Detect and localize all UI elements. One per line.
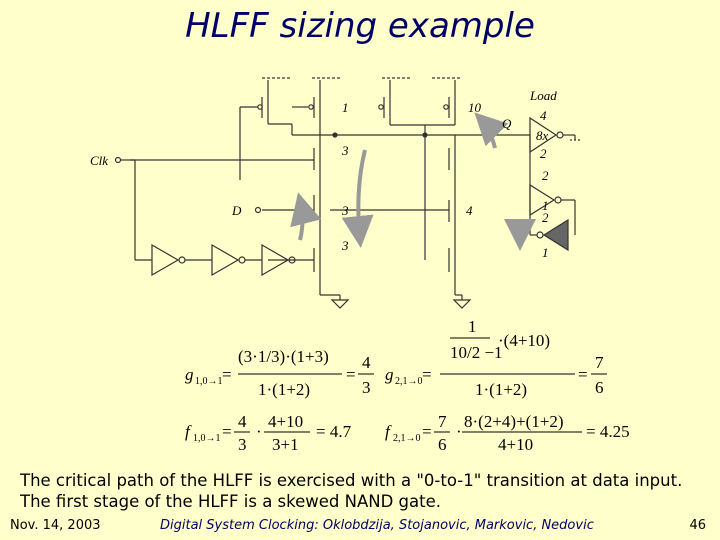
size-nclkb: 3 [341,238,349,253]
size-keeper2-bot: 1 [542,245,549,260]
svg-text:3: 3 [238,435,247,454]
svg-text:= 4.25: = 4.25 [586,422,630,441]
equation-g2: g 2,1→0 = 1 10/2 −1 ·(4+10) 1·(1+2) = 7 … [385,317,607,399]
equation-f1: f 1,0→1 = 4 3 · 4+10 3+1 = 4.7 [185,412,352,454]
svg-text:2,1→0: 2,1→0 [393,433,421,444]
svg-text:3+1: 3+1 [272,435,299,454]
svg-text:·: · [256,422,262,441]
size-keeper1-top: 2 [542,168,549,183]
footer-course: Digital System Clocking: Oklobdzija, Sto… [160,518,594,533]
q-label: Q [502,116,512,131]
equation-f2: f 2,1→0 = 7 6 · 8·(2+4)+(1+2) 4+10 = 4.2… [385,412,630,454]
slide-title: HLFF sizing example [185,6,535,46]
d-label: D [231,203,242,218]
svg-text:1·(1+2): 1·(1+2) [475,380,527,399]
size-nclk: 3 [341,143,349,158]
svg-text:2,1→0: 2,1→0 [395,376,423,387]
svg-text:4: 4 [362,353,371,372]
slide-description: The critical path of the HLFF is exercis… [20,470,710,512]
description-line1: The critical path of the HLFF is exercis… [20,471,683,490]
size-load-bot: 2 [540,146,547,161]
svg-text:1,0→1: 1,0→1 [193,433,221,444]
size-keeper1-bot: 1 [542,198,549,213]
svg-text:7: 7 [438,412,447,431]
clk-label: Clk [90,153,108,168]
size-load-cap: 8x [536,128,549,143]
hlff-schematic: Clk D Q Load 1 10 3 3 3 4 4 2 8x 2 1 2 1… [90,77,630,454]
svg-text:(3·1/3)·(1+3): (3·1/3)·(1+3) [238,347,329,366]
svg-text:=: = [578,365,588,384]
svg-text:4+10: 4+10 [498,435,533,454]
svg-text:=: = [422,422,432,441]
svg-text:=: = [346,365,356,384]
page-number: 46 [689,518,706,533]
size-pmos1: 1 [342,100,349,115]
svg-text:1,0→1: 1,0→1 [195,376,223,387]
svg-text:10/2 −1: 10/2 −1 [450,343,503,362]
svg-text:= 4.7: = 4.7 [316,422,352,441]
size-nsecond: 4 [466,203,473,218]
svg-text:g: g [385,365,394,384]
svg-text:1·(1+2): 1·(1+2) [258,380,310,399]
svg-text:f: f [385,422,392,441]
svg-text:=: = [222,365,232,384]
equation-g1: g 1,0→1 = (3·1/3)·(1+3) 1·(1+2) = 4 3 [185,347,374,399]
svg-text:6: 6 [438,435,447,454]
footer-date: Nov. 14, 2003 [10,518,101,533]
svg-text:6: 6 [595,378,604,397]
svg-text:7: 7 [595,353,604,372]
svg-text:=: = [222,422,232,441]
description-line2: The first stage of the HLFF is a skewed … [20,492,441,511]
size-nd: 3 [341,203,349,218]
svg-text:1: 1 [468,317,477,336]
svg-text:·(4+10): ·(4+10) [498,331,550,350]
load-label: Load [529,88,557,103]
size-pmos2: 10 [468,100,482,115]
svg-text:f: f [185,422,192,441]
svg-text:·: · [456,422,462,441]
size-load-top: 4 [540,108,547,123]
size-keeper2-top: 2 [542,210,549,225]
svg-text:4+10: 4+10 [268,412,303,431]
svg-text:4: 4 [238,412,247,431]
svg-text:g: g [185,365,194,384]
svg-text:8·(2+4)+(1+2): 8·(2+4)+(1+2) [464,412,564,431]
svg-text:3: 3 [362,378,371,397]
svg-text:=: = [422,365,432,384]
